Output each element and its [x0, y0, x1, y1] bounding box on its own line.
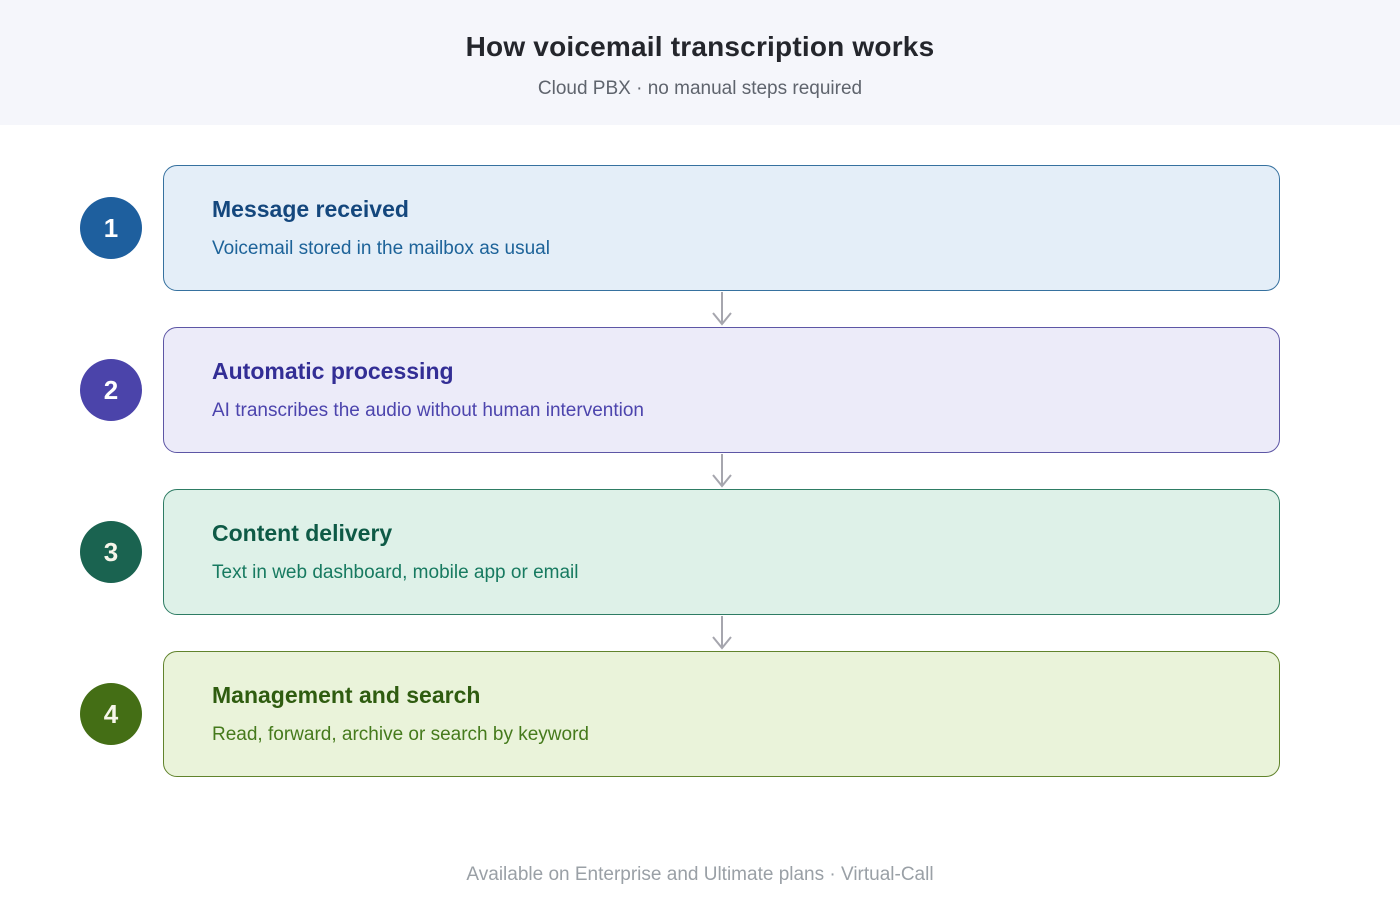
step-row-4: 4 Management and search Read, forward, a…: [0, 651, 1400, 777]
step-title: Automatic processing: [212, 358, 454, 384]
step-card: Message received Voicemail stored in the…: [163, 165, 1280, 291]
step-row-3: 3 Content delivery Text in web dashboard…: [0, 489, 1400, 615]
step-title: Management and search: [212, 682, 481, 708]
step-card: Management and search Read, forward, arc…: [163, 651, 1280, 777]
page-title: How voicemail transcription works: [465, 31, 935, 62]
step-description: Voicemail stored in the mailbox as usual: [212, 238, 550, 259]
step-number-badge: 3: [80, 521, 142, 583]
arrow-down-icon: [711, 292, 732, 326]
step-number-badge: 4: [80, 683, 142, 745]
step-number: 1: [103, 212, 119, 243]
step-connector: [0, 615, 1400, 651]
page-header: How voicemail transcription works Cloud …: [0, 0, 1400, 125]
step-description: Read, forward, archive or search by keyw…: [212, 724, 589, 745]
step-title: Message received: [212, 196, 409, 222]
page-subtitle: Cloud PBX · no manual steps required: [537, 78, 863, 99]
step-number: 3: [103, 536, 119, 567]
step-card: Automatic processing AI transcribes the …: [163, 327, 1280, 453]
footer-note: Available on Enterprise and Ultimate pla…: [466, 864, 934, 885]
steps-diagram: 1 Message received Voicemail stored in t…: [0, 165, 1400, 777]
step-description: AI transcribes the audio without human i…: [212, 400, 644, 421]
step-connector: [0, 291, 1400, 327]
step-description: Text in web dashboard, mobile app or ema…: [212, 562, 579, 583]
step-row-2: 2 Automatic processing AI transcribes th…: [0, 327, 1400, 453]
step-title: Content delivery: [212, 520, 393, 546]
step-card: Content delivery Text in web dashboard, …: [163, 489, 1280, 615]
arrow-down-icon: [711, 454, 732, 488]
step-number-badge: 2: [80, 359, 142, 421]
step-number: 2: [103, 374, 119, 405]
step-number-badge: 1: [80, 197, 142, 259]
step-number: 4: [103, 698, 119, 729]
step-connector: [0, 453, 1400, 489]
step-row-1: 1 Message received Voicemail stored in t…: [0, 165, 1400, 291]
arrow-down-icon: [711, 616, 732, 650]
